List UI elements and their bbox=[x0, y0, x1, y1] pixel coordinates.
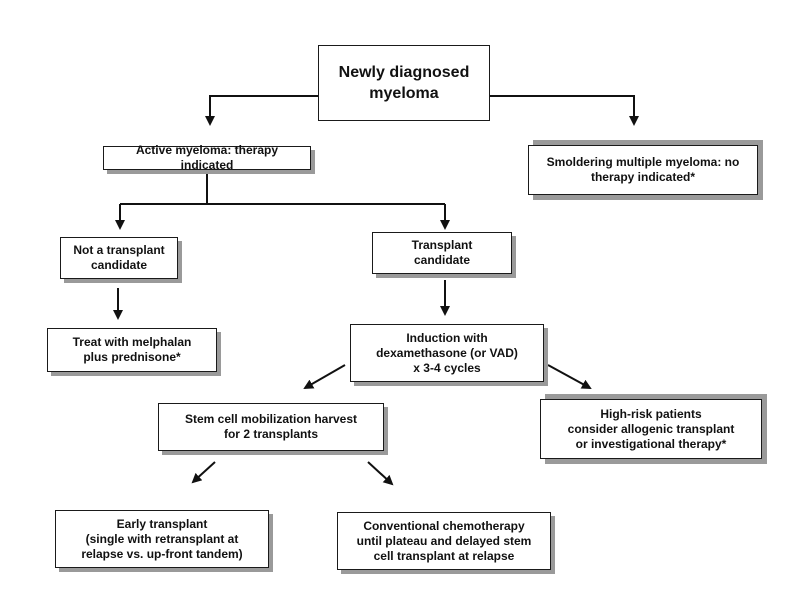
connector-active-split bbox=[120, 172, 445, 205]
node-conventional-chemotherapy: Conventional chemotherapy until plateau … bbox=[337, 512, 551, 570]
connector-root-smoldering bbox=[490, 95, 639, 126]
connector-stem-cell-early bbox=[191, 461, 216, 484]
node-stem-cell-mobilization: Stem cell mobilization harvest for 2 tra… bbox=[158, 403, 384, 451]
connector-induction-stem-cell bbox=[303, 364, 346, 389]
node-smoldering-myeloma: Smoldering multiple myeloma: no therapy … bbox=[528, 145, 758, 195]
node-early-transplant: Early transplant (single with retranspla… bbox=[55, 510, 269, 568]
node-not-transplant-candidate: Not a transplant candidate bbox=[60, 237, 178, 279]
node-treat-melphalan: Treat with melphalan plus prednisone* bbox=[47, 328, 217, 372]
node-transplant-candidate: Transplant candidate bbox=[372, 232, 512, 274]
node-induction-dexamethasone: Induction with dexamethasone (or VAD) x … bbox=[350, 324, 544, 382]
connector-stem-cell-conventional bbox=[367, 461, 394, 486]
node-active-myeloma: Active myeloma: therapy indicated bbox=[103, 143, 311, 172]
connector-induction-high-risk bbox=[547, 364, 592, 389]
node-high-risk-patients: High-risk patients consider allogenic tr… bbox=[540, 399, 762, 459]
connector-root-active bbox=[205, 95, 318, 126]
node-newly-diagnosed: Newly diagnosed myeloma bbox=[318, 45, 490, 121]
